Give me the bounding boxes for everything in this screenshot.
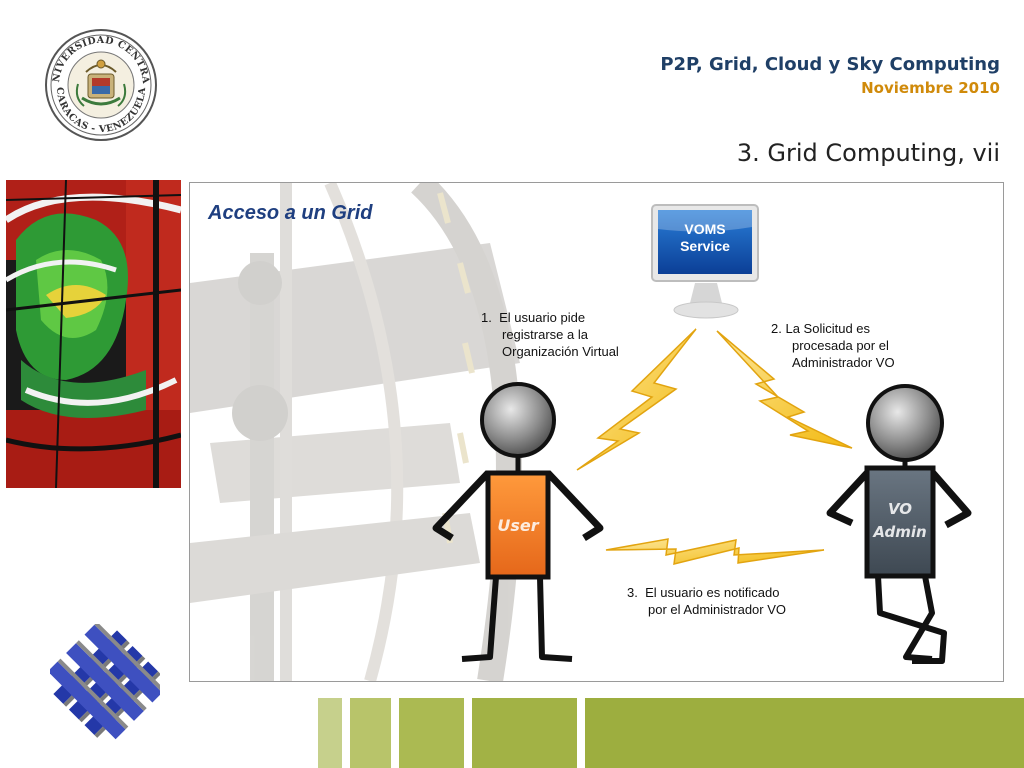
step-2-line-3: Administrador VO: [792, 355, 895, 370]
step-2-line-2: procesada por el: [792, 338, 889, 353]
admin-label-line-2: Admin: [872, 523, 926, 541]
server-label-line-1: VOMS: [684, 221, 725, 237]
footer-bar: [472, 698, 577, 768]
lightning-bolt-icon: [605, 538, 825, 565]
admin-figure: VO Admin: [826, 384, 972, 664]
lightning-bolt-icon: [716, 330, 853, 449]
step-2-number: 2.: [771, 321, 782, 336]
user-label: User: [497, 516, 539, 535]
step-3-note: 3. El usuario es notificado por el Admin…: [627, 584, 786, 618]
university-seal-icon: UNIVERSIDAD CENTRAL CARACAS - VENEZUELA: [44, 28, 157, 141]
diagram-panel: Acceso a un Grid: [189, 182, 1004, 682]
stained-glass-image: [6, 180, 181, 488]
step-1-number: 1.: [481, 310, 492, 325]
panel-heading: Acceso a un Grid: [208, 202, 373, 224]
step-1-line-1: El usuario pide: [499, 310, 586, 325]
step-3-line-1: El usuario es notificado: [645, 585, 780, 600]
step-1-line-3: Organización Virtual: [502, 344, 619, 359]
presentation-date: Noviembre 2010: [861, 79, 1000, 97]
footer-bar: [350, 698, 391, 768]
step-1-note: 1. El usuario pide registrarse a la Orga…: [481, 309, 619, 360]
footer-bar: [399, 698, 464, 768]
admin-label-line-1: VO: [888, 500, 912, 518]
footer-bar: [318, 698, 342, 768]
user-figure: User: [432, 382, 604, 662]
step-3-line-2: por el Administrador VO: [648, 602, 787, 617]
grid-access-diagram: VOMS Service User VO Admin: [432, 204, 972, 664]
lightning-bolt-icon: [576, 328, 697, 471]
step-2-line-1: La Solicitud es: [785, 321, 871, 336]
footer-bar: [585, 698, 1024, 768]
step-1-line-2: registrarse a la: [502, 327, 588, 342]
slide-title: 3. Grid Computing, vii: [736, 139, 1000, 167]
server-label-line-2: Service: [680, 238, 730, 254]
step-2-note: 2. La Solicitud es procesada por el Admi…: [771, 320, 895, 371]
step-3-number: 3.: [627, 585, 638, 600]
footer-bars: [0, 698, 1024, 768]
presentation-title: P2P, Grid, Cloud y Sky Computing: [660, 54, 1000, 75]
monitor-icon: VOMS Service: [651, 204, 759, 319]
institutional-logo-icon: [50, 624, 160, 740]
